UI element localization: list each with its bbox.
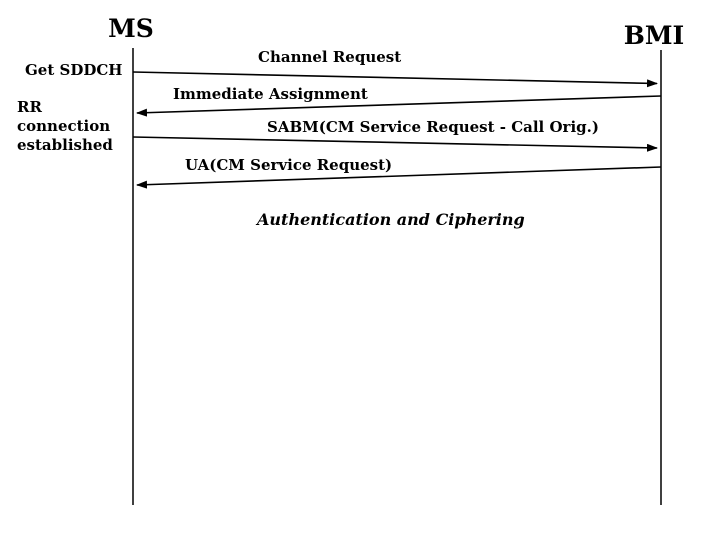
message-label-ua-cm-service-request: UA(CM Service Request) <box>185 156 393 174</box>
actor-ms-label: MS <box>108 14 154 43</box>
actor-bmi-label: BMI <box>623 21 685 50</box>
message-arrow-immediate-assignment <box>136 95 662 117</box>
side-note-rr-connection-established: RR connection established <box>17 98 113 154</box>
side-note-get-sddch: Get SDDCH <box>25 61 123 79</box>
message-label-sabm-cm-service-request: SABM(CM Service Request - Call Orig.) <box>267 118 599 136</box>
message-arrow-sabm-cm-service-request <box>132 136 658 152</box>
message-arrow-ua-cm-service-request <box>136 166 662 189</box>
message-label-immediate-assignment: Immediate Assignment <box>173 85 368 103</box>
message-label-channel-request: Channel Request <box>258 48 402 66</box>
phase-label-authentication-and-ciphering: Authentication and Ciphering <box>257 210 525 229</box>
message-arrow-channel-request <box>132 71 658 88</box>
